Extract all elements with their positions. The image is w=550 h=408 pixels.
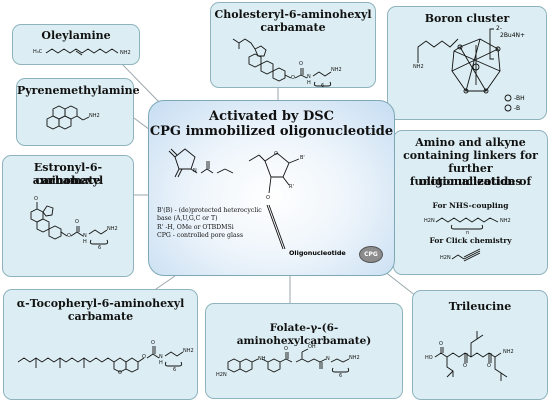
trileucine-ho: HO xyxy=(425,355,433,361)
linkers-title-line2: containing linkers for xyxy=(403,149,538,162)
cholesteryl-box: Cholesteryl-6-aminohexyl carbamate O O N… xyxy=(210,2,376,89)
linkers-title-line3: further functionalization of xyxy=(409,162,532,188)
folate-title: Folate-γ-(6-aminohexylcarbamate) xyxy=(236,322,372,347)
center-b-prime: B' xyxy=(300,155,305,161)
pyrene-box: Pyrenemethylamine NH2 xyxy=(16,78,140,146)
tocopheryl-title-line2: carbamate xyxy=(67,310,134,323)
center-title-line2: CPG immobilized oligonucleotide xyxy=(149,124,394,139)
center-legend: B'(B) - (de)protected heterocyclic base … xyxy=(157,207,262,241)
boron-structure xyxy=(417,28,512,112)
folate-h2n: H2N xyxy=(216,372,227,378)
estronyl-n: N xyxy=(83,233,87,239)
linkers-box: Amino and alkyne containing linkers for … xyxy=(393,130,548,275)
tocopheryl-box: α-Tocopheryl-6-aminohexyl carbamate O O … xyxy=(3,289,198,400)
cholesteryl-title-line1: Cholesteryl-6-aminohexyl xyxy=(214,8,372,21)
tocopheryl-n: N xyxy=(159,354,163,360)
tocopheryl-nh2: NH2 xyxy=(183,348,194,354)
boron-bh-legend: -BH xyxy=(514,95,525,102)
folate-nh2: NH2 xyxy=(349,355,360,361)
legend-line1: B'(B) - (de)protected heterocyclic xyxy=(157,207,262,214)
oleylamine-title: Oleylamine xyxy=(41,29,111,42)
tocopheryl-o-ester: O xyxy=(142,354,146,360)
boron-title: Boron cluster xyxy=(424,12,510,25)
linkers-h2n-click: H2N xyxy=(440,255,451,261)
cholesteryl-o-ester: O xyxy=(291,75,295,81)
oleylamine-ch3: H₃C xyxy=(33,49,43,55)
trileucine-o1: O xyxy=(439,341,443,347)
boron-counterion: 2Bu4N+ xyxy=(500,32,526,39)
trileucine-box: Trileucine HO O O O NH2 xyxy=(412,290,548,400)
folate-six: 6 xyxy=(339,373,343,379)
estronyl-structure xyxy=(30,202,109,245)
trileucine-nh2: NH2 xyxy=(503,349,514,355)
center-o-3: O xyxy=(266,195,270,201)
linkers-nh2-nhs: NH2 xyxy=(500,218,511,224)
estronyl-box: Estronyl-6-aminohexyl carbamate O O O N … xyxy=(2,155,134,277)
boron-box: Boron cluster 2- 2Bu4N+ NH2 -BH -B xyxy=(387,6,547,120)
cholesteryl-nh2: NH2 xyxy=(331,67,342,73)
tocopheryl-structure xyxy=(17,346,184,373)
trileucine-title: Trileucine xyxy=(448,300,512,313)
cholesteryl-o-carbonyl: O xyxy=(299,61,303,67)
pyrene-nh2: NH2 xyxy=(89,113,100,119)
legend-line4: CPG - controlled pore glass xyxy=(157,232,244,240)
pyrene-title: Pyrenemethylamine xyxy=(17,84,140,97)
folate-oh: OH xyxy=(308,344,316,350)
estronyl-six: 6 xyxy=(98,245,102,251)
center-o-ring: O xyxy=(274,151,278,157)
linkers-structure xyxy=(435,217,499,262)
linkers-n-subscript: n xyxy=(466,230,470,236)
cholesteryl-n: N xyxy=(307,74,311,80)
estronyl-title-line1: Estronyl-6-aminohexyl xyxy=(32,161,104,187)
trileucine-structure xyxy=(434,331,508,381)
linkers-title-line1: Amino and alkyne xyxy=(415,136,526,149)
cholesteryl-structure xyxy=(232,38,332,87)
center-title-line1: Activated by DSC xyxy=(209,109,334,124)
tocopheryl-o-ring: O xyxy=(118,370,122,376)
trileucine-o3: O xyxy=(487,363,491,369)
pyrene-structure xyxy=(46,105,90,130)
tocopheryl-six: 6 xyxy=(173,367,177,373)
center-box: Activated by DSC CPG immobilized oligonu… xyxy=(148,100,395,276)
cholesteryl-six: 6 xyxy=(321,83,325,89)
cholesteryl-h: H xyxy=(307,80,311,86)
legend-line3: R' -H, OMe or OTBDMSi xyxy=(157,223,234,231)
center-cpg-bead: CPG xyxy=(359,246,383,263)
oleylamine-box: Oleylamine H₃C NH2 xyxy=(12,24,140,65)
oleylamine-structure xyxy=(45,48,119,56)
center-r-prime: R' xyxy=(289,184,294,190)
estronyl-o-ester: O xyxy=(67,233,71,239)
estronyl-h: H xyxy=(83,239,87,245)
connector-oleylamine xyxy=(119,61,161,104)
tocopheryl-title-line1: α-Tocopheryl-6-aminohexyl xyxy=(16,297,185,310)
boron-b-legend: -B xyxy=(514,105,521,112)
folate-o: O xyxy=(284,346,288,352)
center-o-n: N xyxy=(193,168,197,174)
estronyl-o-keto: O xyxy=(34,196,38,202)
linkers-title-line4: oligonucleotides xyxy=(419,175,522,188)
boron-charge: 2- xyxy=(496,25,502,32)
folate-box: Folate-γ-(6-aminohexylcarbamate) H2N NH … xyxy=(205,303,403,399)
boron-nh2: NH2 xyxy=(413,64,424,70)
center-structure xyxy=(168,148,300,250)
tocopheryl-h: H xyxy=(159,360,163,366)
linkers-click-label: For Click chemistry xyxy=(429,236,512,245)
estronyl-o-carbonyl: O xyxy=(75,219,79,225)
linkers-nhs-label: For NHS-coupling xyxy=(432,201,509,210)
estronyl-title-line2: carbamate xyxy=(35,174,101,187)
cholesteryl-title-line2: carbamate xyxy=(260,21,326,34)
folate-n: N xyxy=(326,356,330,362)
legend-line2: base (A,U,G,C or T) xyxy=(157,215,218,223)
trileucine-o2: O xyxy=(463,363,467,369)
center-oligonucleotide-label: Oligonucleotide xyxy=(289,249,346,257)
folate-nh: NH xyxy=(258,356,266,362)
tocopheryl-o-carbonyl: O xyxy=(151,340,155,346)
estronyl-nh2: NH2 xyxy=(107,226,118,232)
linkers-h2n-nhs: H2N xyxy=(424,218,435,224)
oleylamine-nh2: NH2 xyxy=(120,50,131,56)
folate-structure xyxy=(227,348,350,373)
